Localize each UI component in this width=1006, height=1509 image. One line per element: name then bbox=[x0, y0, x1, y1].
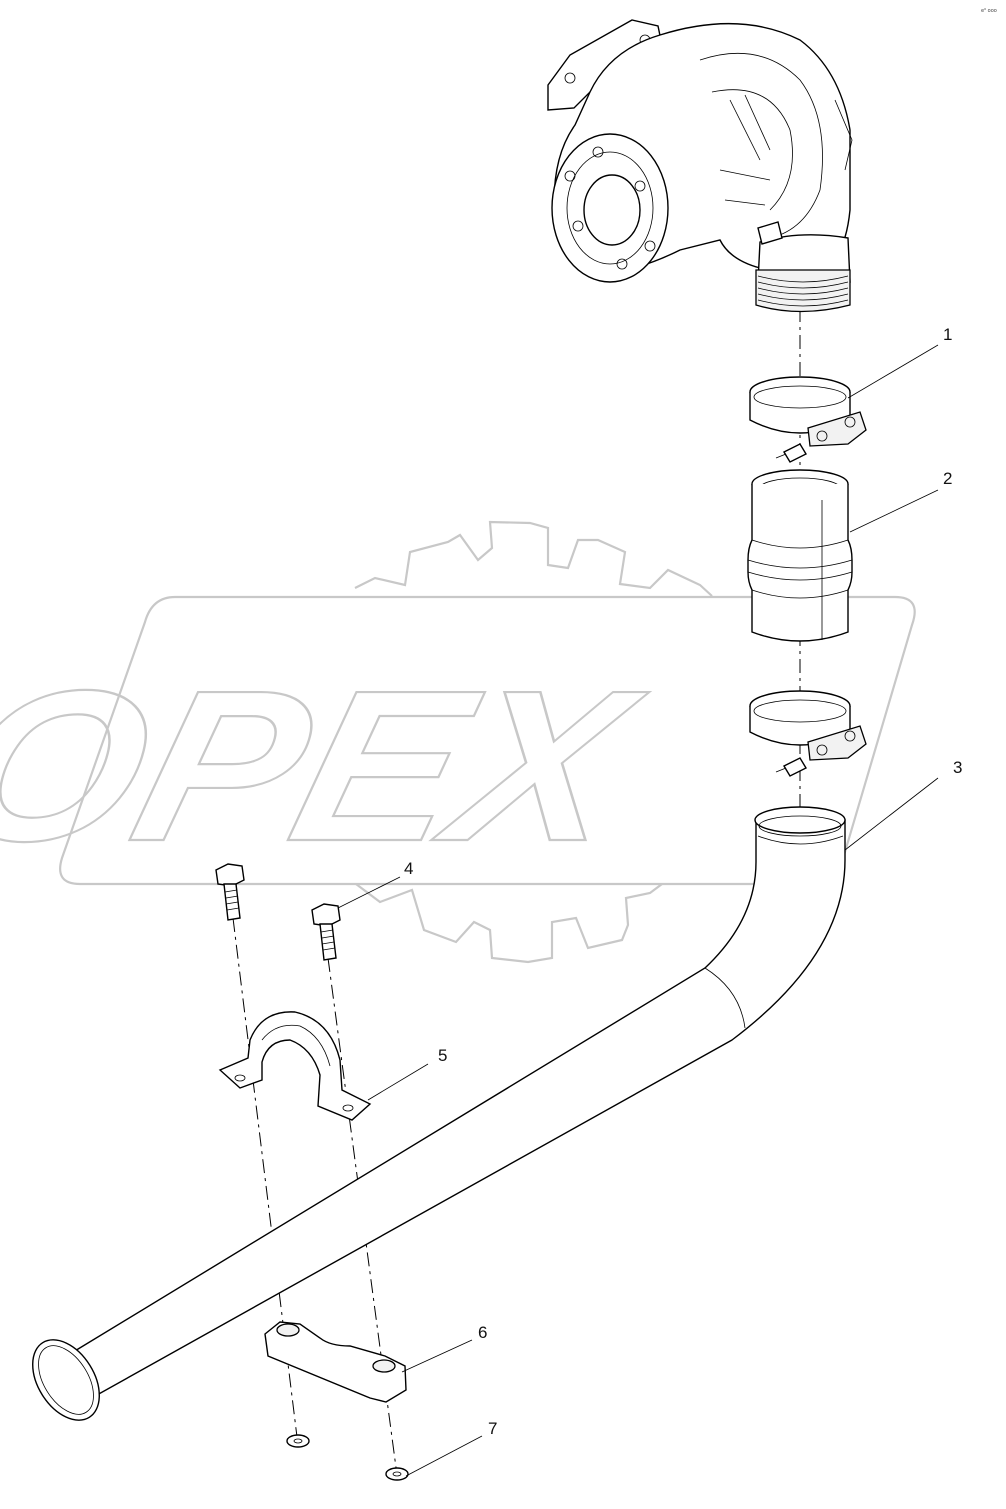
corner-mark: e⁰ ooo bbox=[981, 8, 997, 14]
u-bracket bbox=[218, 1011, 372, 1121]
center-line-bolt-left bbox=[232, 917, 299, 1446]
washer-left bbox=[286, 1434, 310, 1448]
hex-bolt-left bbox=[215, 863, 245, 921]
opex-watermark: OPEX bbox=[0, 520, 916, 964]
t-bolt-clamp-lower bbox=[749, 690, 867, 777]
washer-right bbox=[385, 1467, 409, 1481]
callout-4: 4 bbox=[404, 859, 413, 878]
watermark-text: OPEX bbox=[0, 646, 661, 886]
exhaust-pipe bbox=[32, 806, 846, 1421]
callout-5: 5 bbox=[438, 1046, 447, 1065]
turbocharger bbox=[547, 19, 853, 313]
leader-lines bbox=[337, 344, 939, 1477]
hex-bolt-right bbox=[311, 903, 341, 961]
watermark-gear-outline bbox=[354, 520, 713, 964]
callout-7: 7 bbox=[488, 1419, 497, 1438]
callout-2: 2 bbox=[943, 469, 952, 488]
callout-6: 6 bbox=[478, 1323, 487, 1342]
hose-coupling bbox=[747, 469, 853, 642]
callout-1: 1 bbox=[943, 325, 952, 344]
t-bolt-clamp-upper bbox=[749, 376, 867, 463]
callout-3: 3 bbox=[953, 758, 962, 777]
saddle-clamp-base bbox=[264, 1321, 407, 1403]
